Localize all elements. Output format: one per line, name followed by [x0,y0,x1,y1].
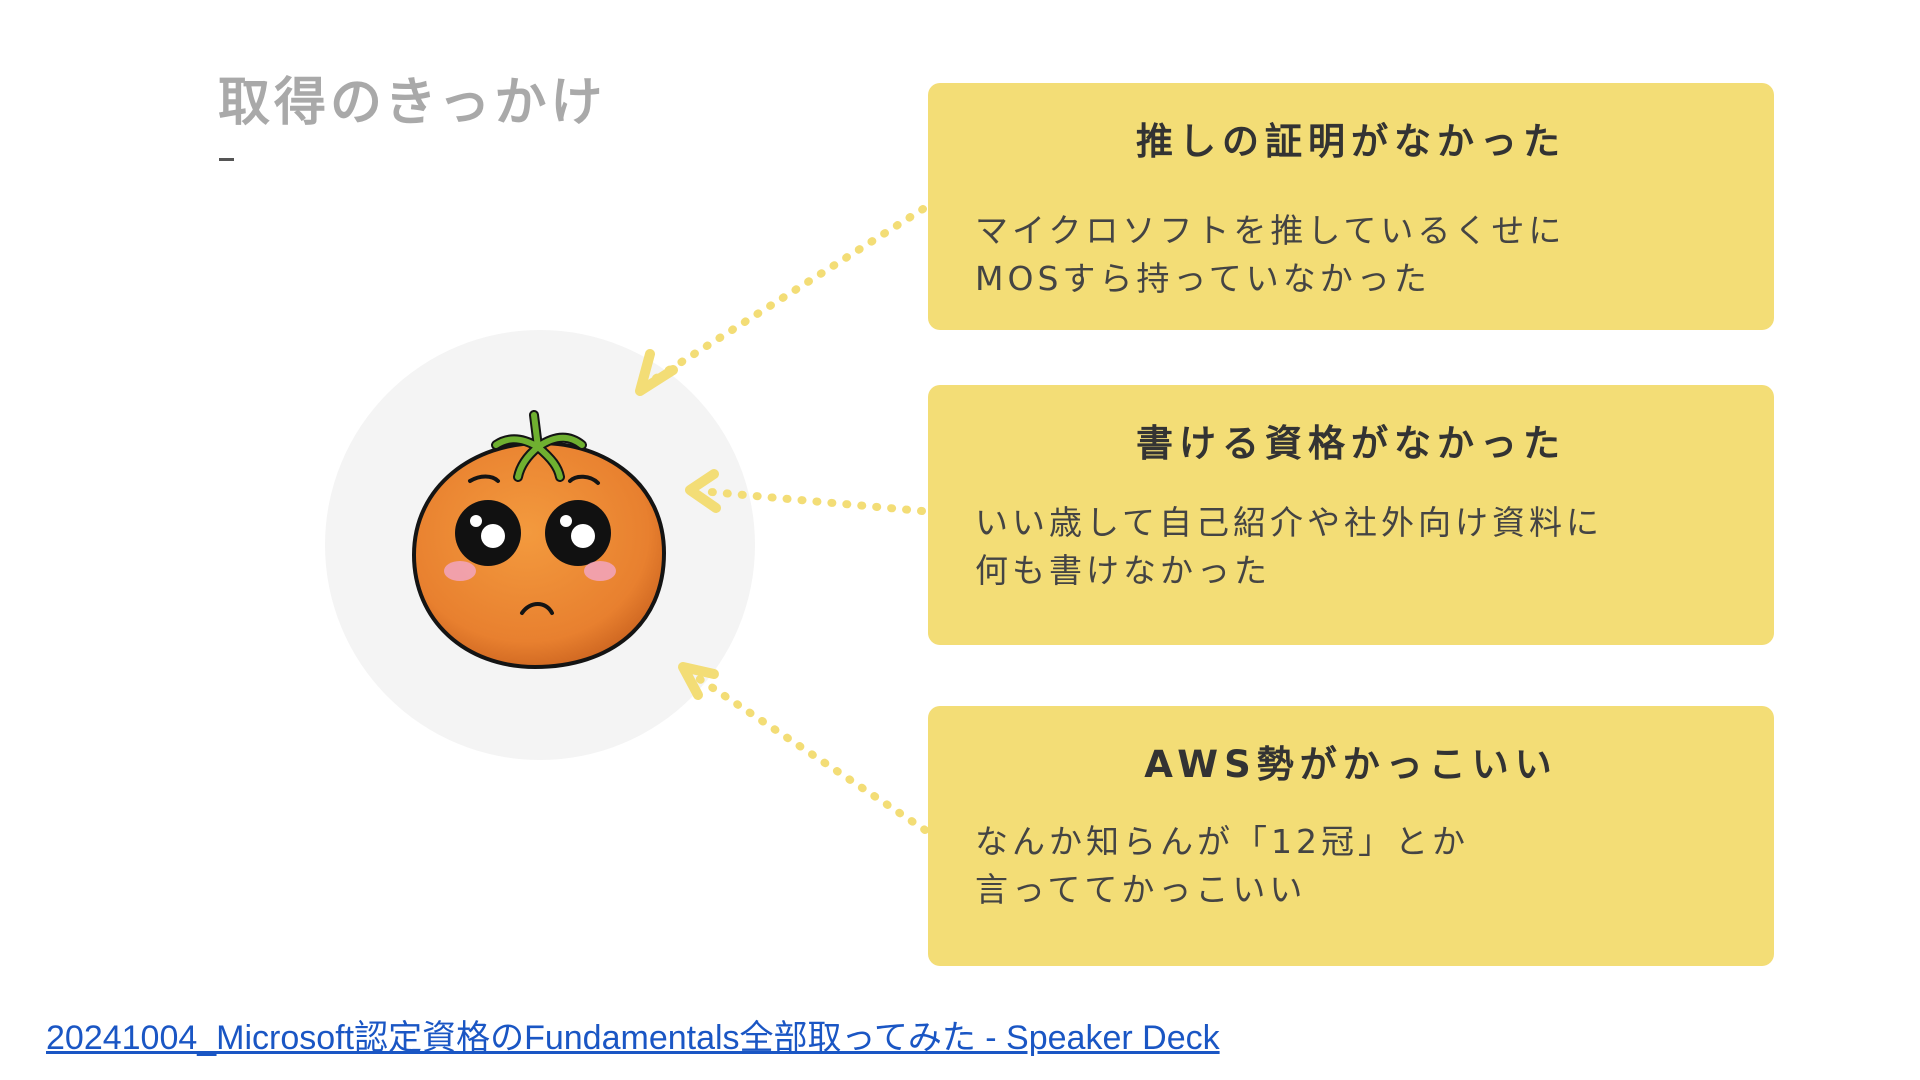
card-body-line: 言っててかっこいい [975,866,1744,914]
card-title: 書ける資格がなかった [928,413,1774,467]
card-body-line: マイクロソフトを推しているくせに [975,207,1744,255]
worried-orange-mascot-icon [400,405,680,685]
card-body-line: なんか知らんが「12冠」とか [975,818,1744,866]
slide-title: 取得のきっかけ [218,72,606,134]
arrow-to-card-3 [683,667,925,830]
card-title: AWS勢がかっこいい [928,734,1774,788]
card-body-line: MOSすら持っていなかった [975,255,1744,303]
arrow-to-card-1 [640,209,923,391]
card-body: マイクロソフトを推しているくせに MOSすら持っていなかった [975,207,1744,303]
reason-card-2: 書ける資格がなかった いい歳して自己紹介や社外向け資料に 何も書けなかった [928,385,1774,645]
title-underline [219,158,234,161]
reason-card-3: AWS勢がかっこいい なんか知らんが「12冠」とか 言っててかっこいい [928,706,1774,966]
card-body-line: 何も書けなかった [975,547,1744,595]
card-body: なんか知らんが「12冠」とか 言っててかっこいい [975,818,1744,914]
speaker-deck-link[interactable]: 20241004_Microsoft認定資格のFundamentals全部取って… [46,1010,1220,1059]
card-body: いい歳して自己紹介や社外向け資料に 何も書けなかった [975,499,1744,595]
reason-card-1: 推しの証明がなかった マイクロソフトを推しているくせに MOSすら持っていなかっ… [928,83,1774,330]
card-title: 推しの証明がなかった [928,111,1774,165]
card-body-line: いい歳して自己紹介や社外向け資料に [975,499,1744,547]
